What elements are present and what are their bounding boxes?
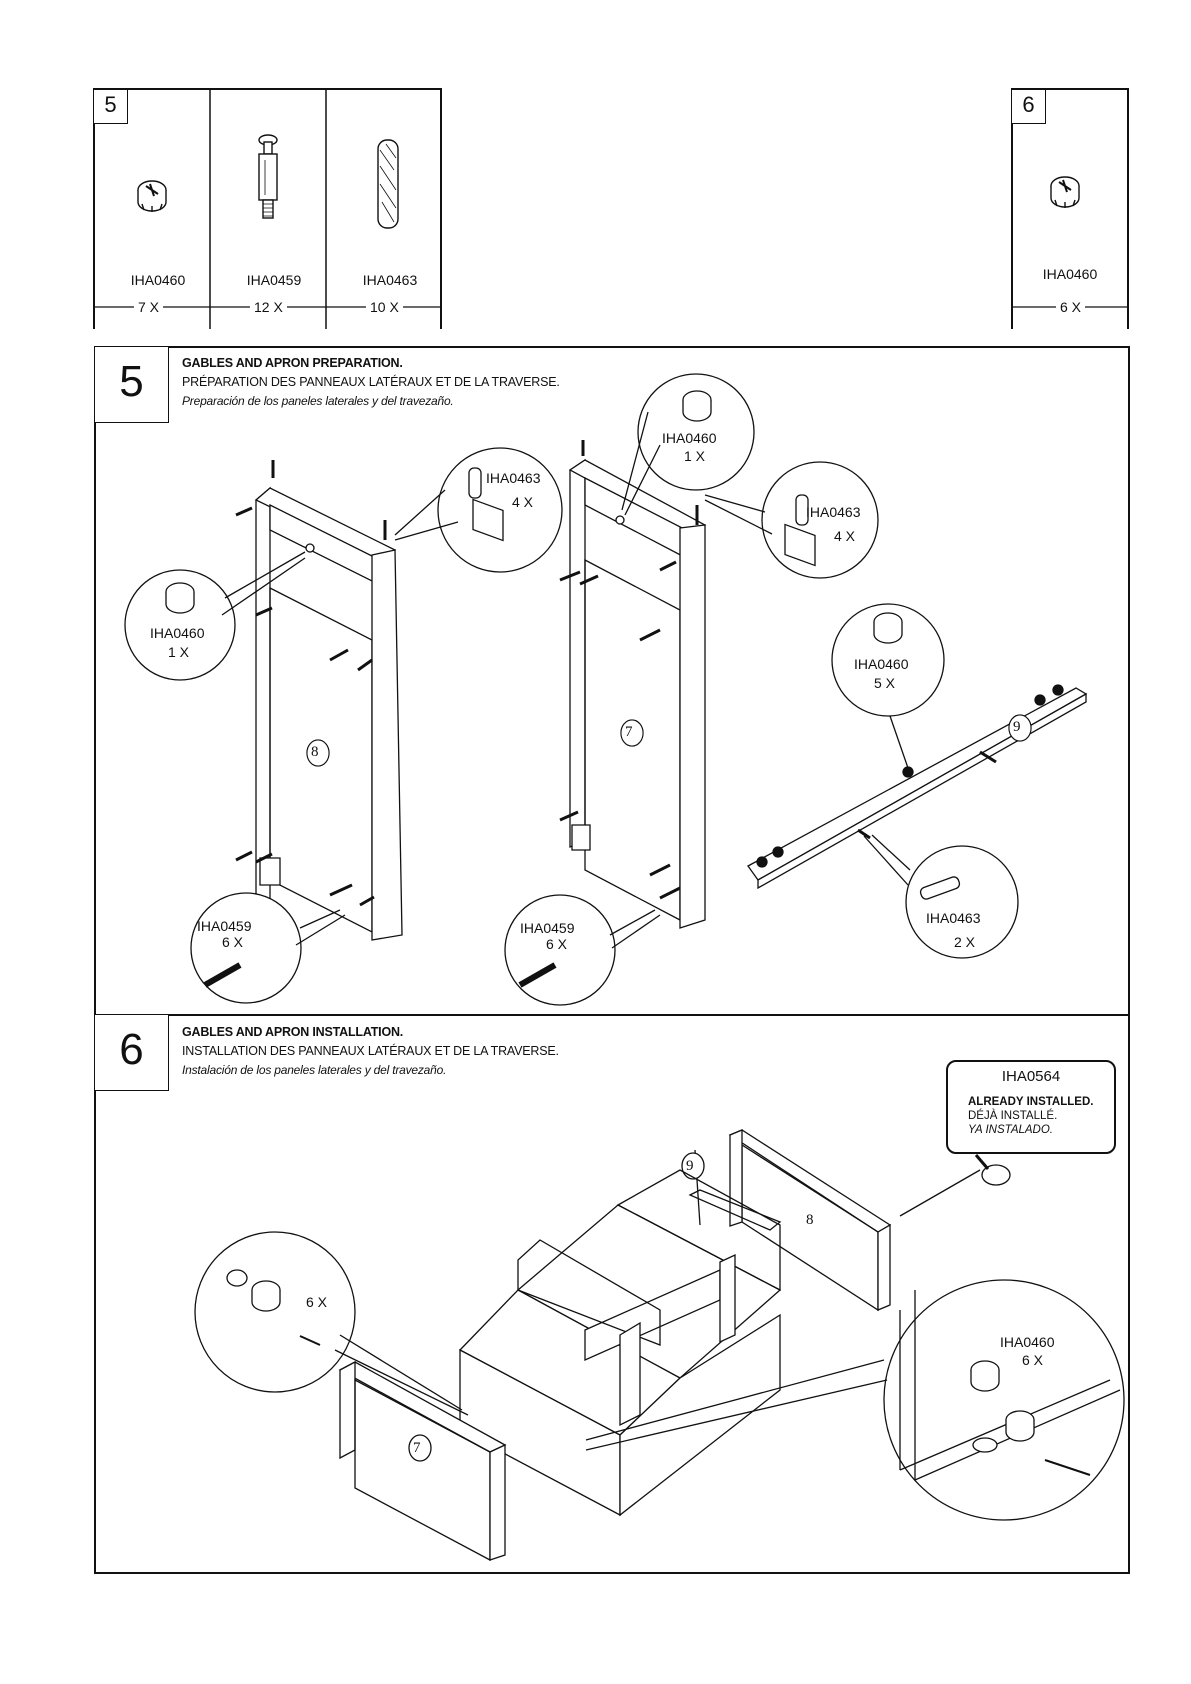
- part-qty: 7 X: [134, 299, 164, 315]
- callout-code: IHA0463: [486, 470, 541, 486]
- part-qty: 10 X: [366, 299, 403, 315]
- step-title-es: Instalación de los paneles laterales y d…: [182, 1063, 447, 1077]
- part-qty: 12 X: [250, 299, 287, 315]
- step-number: 6: [95, 1015, 169, 1091]
- callout-qty: 1 X: [684, 448, 706, 464]
- callout-qty: 2 X: [954, 934, 976, 950]
- callout-qty: 6 X: [222, 934, 244, 950]
- callout-code: IHA0460: [150, 625, 205, 641]
- part-qty: 6 X: [1056, 299, 1086, 315]
- part-code: IHA0463: [362, 272, 418, 288]
- callout-qty: 6 X: [1022, 1352, 1044, 1368]
- note-en: ALREADY INSTALLED.: [968, 1096, 1094, 1108]
- part-code: IHA0460: [1042, 266, 1098, 282]
- note-fr: DÉJÀ INSTALLÉ.: [968, 1110, 1058, 1122]
- part-number-label: 9: [1013, 719, 1021, 735]
- callout-bubble: [883, 1279, 1125, 1521]
- hardware-step-number: 5: [94, 90, 128, 124]
- callout-qty: 4 X: [512, 494, 534, 510]
- part-number-label: 9: [686, 1158, 694, 1174]
- note-code: IHA0564: [1001, 1068, 1061, 1085]
- part-code: IHA0459: [246, 272, 302, 288]
- gable-panel-7: [559, 440, 707, 929]
- callout-qty: 6 X: [546, 936, 568, 952]
- step-title-es: Preparación de los paneles laterales y d…: [182, 394, 454, 408]
- callout-code: IHA0459: [520, 920, 575, 936]
- callout-bubble: [637, 373, 755, 491]
- hardware-step-number: 6: [1012, 90, 1046, 124]
- callout-qty: 6 X: [306, 1294, 328, 1310]
- callout-code: IHA0459: [197, 918, 252, 934]
- part-number-label: 7: [413, 1440, 421, 1456]
- callout-bubble: [905, 845, 1019, 959]
- callout-qty: 4 X: [834, 528, 856, 544]
- part-code: IHA0460: [130, 272, 186, 288]
- callout-bubble: [124, 569, 236, 681]
- callout-qty: 5 X: [874, 675, 896, 691]
- note-es: YA INSTALADO.: [968, 1124, 1053, 1136]
- step-title-en: GABLES AND APRON INSTALLATION.: [182, 1025, 404, 1039]
- step-title-fr: INSTALLATION DES PANNEAUX LATÉRAUX ET DE…: [182, 1044, 559, 1058]
- step-number: 5: [95, 347, 169, 423]
- part-number-label: 8: [806, 1212, 814, 1228]
- part-number-label: 7: [625, 724, 633, 740]
- step-title-en: GABLES AND APRON PREPARATION.: [182, 356, 403, 370]
- part-number-label: 8: [311, 744, 319, 760]
- callout-code: IHA0463: [926, 910, 981, 926]
- callout-code: IHA0463: [806, 504, 861, 520]
- callout-bubble: [194, 1231, 356, 1393]
- step-title-fr: PRÉPARATION DES PANNEAUX LATÉRAUX ET DE …: [182, 375, 560, 389]
- callout-bubble: [831, 603, 945, 717]
- callout-code: IHA0460: [662, 430, 717, 446]
- callout-qty: 1 X: [168, 644, 190, 660]
- already-installed-note: IHA0564 ALREADY INSTALLED. DÉJÀ INSTALLÉ…: [946, 1060, 1116, 1154]
- callout-code: IHA0460: [854, 656, 909, 672]
- callout-code: IHA0460: [1000, 1334, 1055, 1350]
